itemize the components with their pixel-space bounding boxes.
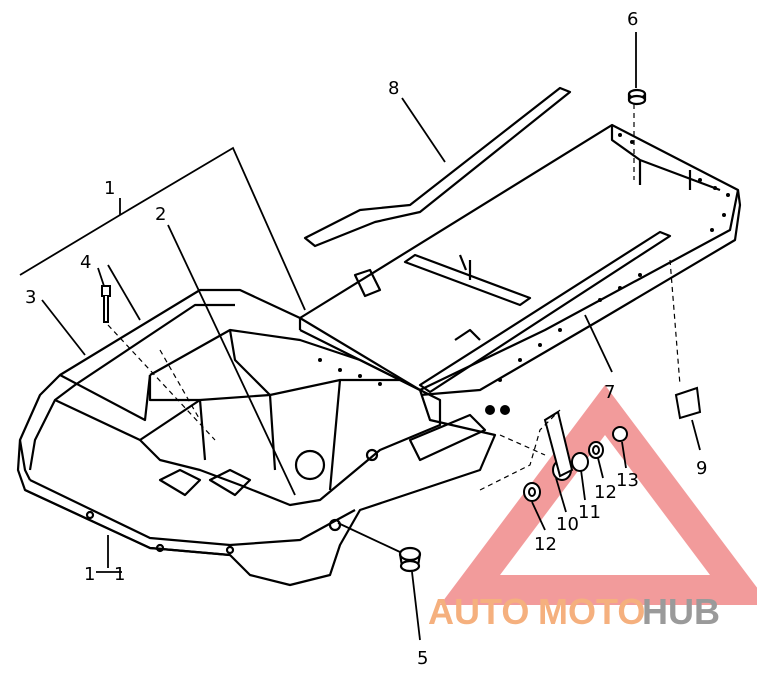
callout-7: 7 [604,382,615,403]
part-5-plug [398,546,422,573]
watermark-part2: MOTO [538,591,645,632]
callout-8: 8 [388,78,399,99]
callout-12-upper: 12 [594,482,617,503]
leader-lines [19,32,701,641]
callout-5: 5 [417,648,428,669]
callout-12-lower: 12 [534,534,557,555]
hidden-lines [107,104,681,491]
part-4-bolt [101,285,111,323]
callout-1-bottom-b: 1 [114,564,125,585]
part-6-plug [627,88,647,106]
tunnel-rivets [318,133,730,415]
watermark-triangle [440,385,757,605]
callout-1-top: 1 [104,178,115,199]
watermark-text: AUTO MOTO HUB [428,591,720,632]
callout-1-bottom: 1 [84,564,95,585]
watermark-part1: AUTO [428,591,529,632]
callouts: 1 2 3 4 5 6 7 8 9 1 1 10 11 12 12 13 [25,9,707,669]
parts-10-13-hardware [523,410,628,502]
callout-13: 13 [616,470,639,491]
part-9-label [674,386,702,420]
part-8-strip [303,86,572,248]
callout-10: 10 [556,514,579,535]
frame-body [16,123,742,587]
callout-3: 3 [25,287,36,308]
watermark-part3: HUB [642,591,720,632]
callout-4: 4 [80,252,91,273]
callout-2: 2 [155,204,166,225]
callout-6: 6 [627,9,638,30]
callout-9: 9 [696,458,707,479]
callout-11: 11 [578,502,601,523]
